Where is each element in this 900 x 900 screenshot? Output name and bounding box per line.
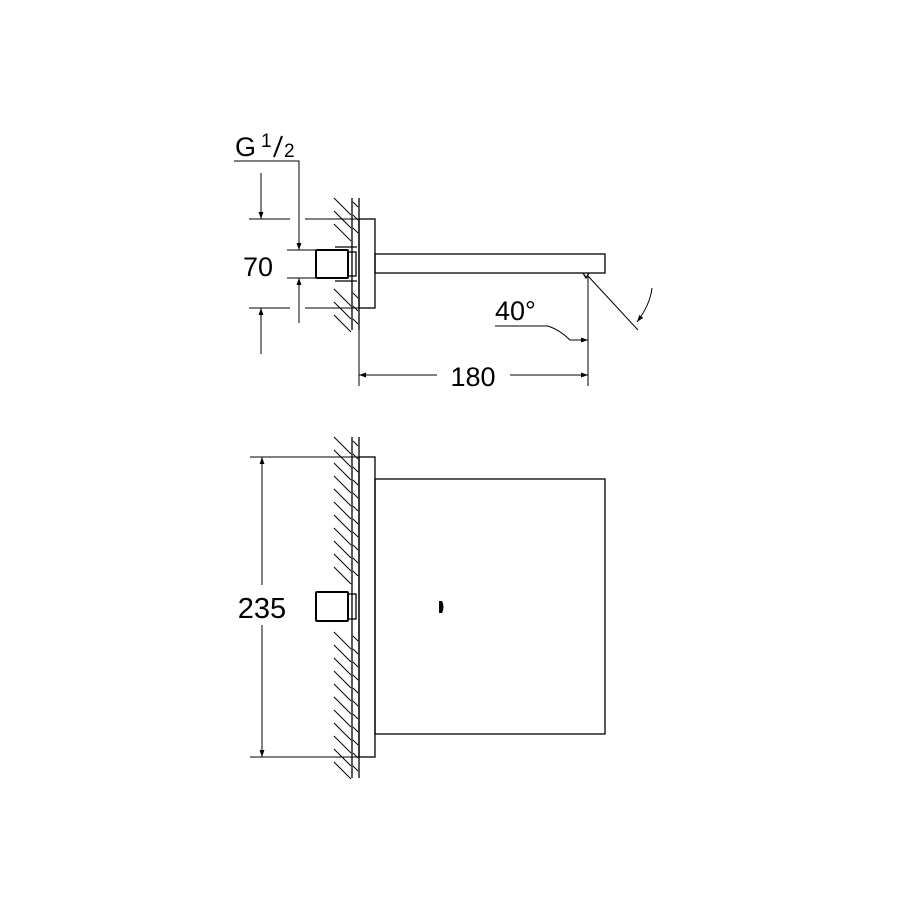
hatch-line [352, 466, 359, 473]
hatch-line [352, 635, 359, 642]
wall-hatch-top [333, 197, 359, 333]
hatch-line [352, 318, 359, 325]
spout-outlet [582, 272, 590, 280]
hatch-line [333, 540, 352, 559]
thread-leader [234, 160, 302, 250]
thread-label: G 1 2 [235, 131, 295, 162]
angle-line [587, 275, 639, 331]
hatch-line [352, 648, 359, 655]
side-view: G 1 2 70 180 40° [234, 131, 653, 392]
angle-leader [495, 325, 588, 343]
hatch-line [333, 566, 352, 585]
hatch-line [352, 531, 359, 538]
angle-dim-40: 40° [495, 296, 536, 326]
hatch-line [352, 292, 359, 299]
hatch-line [333, 709, 352, 728]
hatch-line [352, 765, 359, 772]
hatch-line [333, 631, 352, 650]
connector-flange [347, 593, 357, 620]
hatch-line [333, 223, 352, 242]
hatch-line [333, 761, 352, 780]
height-dim-70: 70 [243, 252, 273, 282]
spout [374, 253, 606, 274]
hatch-line [352, 440, 359, 447]
hatch-line [352, 557, 359, 564]
hatch-line [333, 314, 352, 333]
hatch-line [333, 657, 352, 676]
spout-top-view [374, 478, 606, 735]
connector-flange [347, 251, 357, 277]
hatch-line [352, 700, 359, 707]
hatch-line [333, 288, 352, 307]
hatch-line [352, 661, 359, 668]
hatch-line [352, 570, 359, 577]
hatch-line [352, 492, 359, 499]
hatch-line [352, 726, 359, 733]
angle-arc-arrow [636, 287, 653, 323]
hatch-line [352, 479, 359, 486]
hatch-line [352, 518, 359, 525]
hatch-line [333, 475, 352, 494]
hatch-line [333, 462, 352, 481]
hatch-line [333, 514, 352, 533]
hatch-line [352, 201, 359, 208]
hatch-line [352, 227, 359, 234]
hatch-line [333, 301, 352, 320]
front-view: 235 [238, 436, 606, 780]
hatch-line [352, 687, 359, 694]
hatch-line [333, 527, 352, 546]
hatch-line [333, 670, 352, 689]
fraction-slash [273, 135, 283, 158]
hatch-line [333, 683, 352, 702]
hatch-line [333, 696, 352, 715]
connector [315, 591, 349, 622]
hatch-line [352, 713, 359, 720]
hatch-line [333, 449, 352, 468]
wall-hatch-bottom [333, 436, 359, 780]
svg-text:2: 2 [284, 141, 295, 162]
hatch-line [333, 644, 352, 663]
projection-dim-180: 180 [450, 362, 495, 392]
hatch-line [333, 553, 352, 572]
hatch-line [352, 505, 359, 512]
hatch-line [333, 501, 352, 520]
svg-text:1: 1 [261, 131, 272, 152]
hatch-line [333, 436, 352, 455]
hatch-line [333, 197, 352, 216]
hatch-line [352, 544, 359, 551]
hatch-line [333, 735, 352, 754]
hatch-line [333, 488, 352, 507]
escutcheon-plate [358, 456, 376, 758]
hatch-line [352, 739, 359, 746]
connector [315, 249, 349, 279]
escutcheon-plate [358, 218, 376, 309]
sensor-mark [439, 601, 444, 613]
height-dim-235: 235 [238, 593, 286, 625]
hatch-line [333, 722, 352, 741]
svg-text:G: G [235, 132, 256, 162]
hatch-line [352, 674, 359, 681]
